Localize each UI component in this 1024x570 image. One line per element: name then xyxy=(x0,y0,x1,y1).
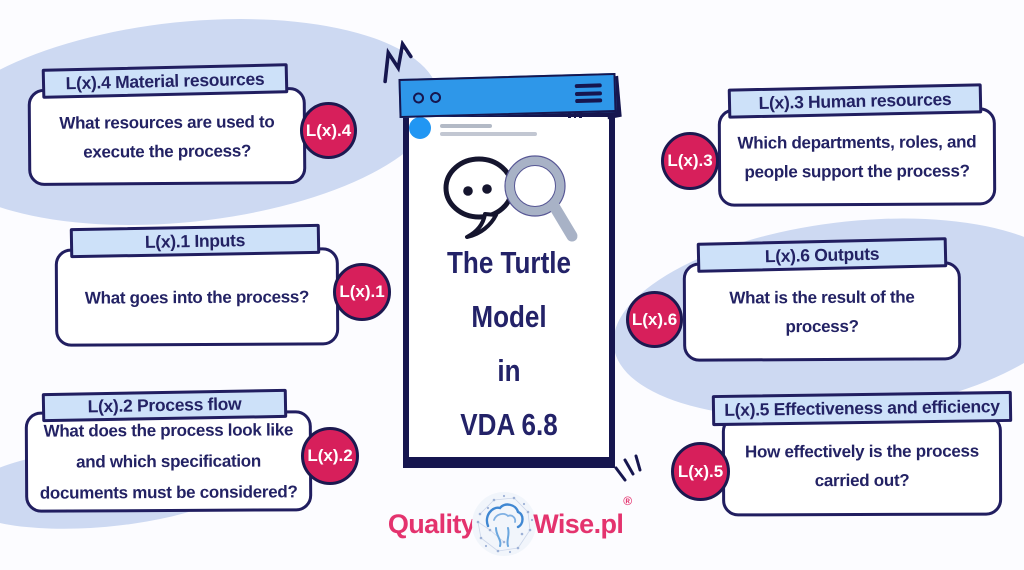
action-lines-icon xyxy=(614,454,642,482)
badge-text: L(x).5 xyxy=(677,461,724,481)
card-question: What does the process look like and whic… xyxy=(24,410,313,513)
placeholder-line xyxy=(440,124,492,128)
badge-lx6: L(x).6 xyxy=(626,291,683,348)
card-outputs: What is the result of the process? L(x).… xyxy=(626,237,966,364)
badge-lx1: L(x).1 xyxy=(333,263,391,321)
card-question: How effectively is the process carried o… xyxy=(721,414,1003,517)
card-question: Which departments, roles, and people sup… xyxy=(717,107,997,207)
card-process-flow: What does the process look like and whic… xyxy=(24,388,365,515)
card-material-resources: What resources are used to execute the p… xyxy=(27,63,363,188)
phone-title: The Turtle Model in VDA 6.8 xyxy=(421,236,597,452)
badge-text: L(x).3 xyxy=(667,151,713,170)
logo-wise-text: Wise.pl xyxy=(533,508,624,539)
menu-icon[interactable] xyxy=(574,83,603,104)
badge-text: L(x).6 xyxy=(631,309,678,329)
logo-quality-text: Quality xyxy=(387,508,476,539)
card-effectiveness: How effectively is the process carried o… xyxy=(671,390,1024,519)
badge-text: L(x).2 xyxy=(307,446,353,465)
card-header: L(x).5 Effectiveness and efficiency xyxy=(711,390,1013,427)
tick-marks-icon xyxy=(568,112,582,118)
registered-mark: ® xyxy=(623,494,633,508)
crash-icon xyxy=(383,39,413,84)
question-text: What goes into the process? xyxy=(84,286,310,308)
placeholder-line xyxy=(440,132,537,136)
badge-lx3: L(x).3 xyxy=(661,132,719,190)
card-question: What goes into the process? xyxy=(54,247,340,347)
magnifier-icon xyxy=(504,155,578,242)
qualitywise-logo[interactable]: Quality Wis xyxy=(380,486,640,562)
header-text: L(x).6 Outputs xyxy=(764,243,880,266)
phone-title-bar xyxy=(398,72,617,119)
badge-lx2: L(x).2 xyxy=(301,427,359,485)
avatar-icon xyxy=(409,117,431,139)
question-text: What does the process look like and whic… xyxy=(39,420,298,503)
card-human-resources: Which departments, roles, and people sup… xyxy=(661,83,1001,210)
header-text: L(x).5 Effectiveness and efficiency xyxy=(724,396,1000,420)
header-text: L(x).4 Material resources xyxy=(65,68,265,93)
badge-lx5: L(x).5 xyxy=(671,442,730,501)
question-text: How effectively is the process carried o… xyxy=(744,441,979,490)
card-inputs: What goes into the process? L(x).1 Input… xyxy=(54,223,395,350)
card-question: What is the result of the process? xyxy=(682,261,962,362)
header-text: L(x).3 Human resources xyxy=(758,88,952,113)
badge-text: L(x).1 xyxy=(339,282,385,301)
window-dots-icon xyxy=(412,91,442,104)
brain-logo-icon xyxy=(472,492,537,556)
title-line: The Turtle xyxy=(447,245,571,280)
question-text: What resources are used to execute the p… xyxy=(59,111,275,162)
card-question: What resources are used to execute the p… xyxy=(27,87,307,186)
title-line: Model xyxy=(471,299,547,334)
title-line: VDA 6.8 xyxy=(460,407,558,442)
card-header: L(x).6 Outputs xyxy=(696,237,948,273)
card-header: L(x).2 Process flow xyxy=(41,388,288,423)
question-text: Which departments, roles, and people sup… xyxy=(737,132,977,182)
badge-text: L(x).4 xyxy=(305,120,352,140)
header-text: L(x).2 Process flow xyxy=(87,393,242,417)
card-header: L(x).3 Human resources xyxy=(727,83,983,119)
card-header: L(x).1 Inputs xyxy=(69,223,321,259)
badge-lx4: L(x).4 xyxy=(300,102,357,159)
title-line: in xyxy=(497,353,521,388)
card-header: L(x).4 Material resources xyxy=(41,63,289,99)
header-text: L(x).1 Inputs xyxy=(144,229,246,252)
question-text: What is the result of the process? xyxy=(729,287,915,336)
chat-search-illustration xyxy=(443,155,578,242)
chat-bubble-icon xyxy=(443,156,515,239)
